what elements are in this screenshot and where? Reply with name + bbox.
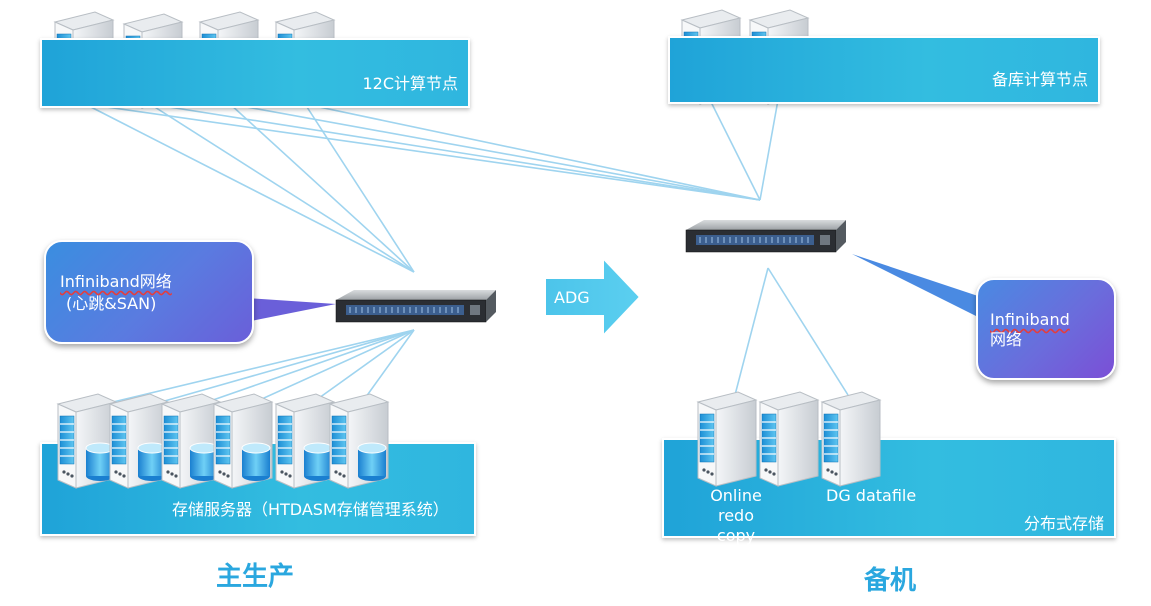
standby-compute-panel: 备库计算节点 [668, 36, 1100, 104]
adg-arrow [544, 255, 642, 339]
primary-compute-panel: 12C计算节点 [40, 38, 470, 108]
standby-network-name: Infiniband [990, 310, 1070, 329]
primary-storage-servers [57, 393, 389, 489]
online-redo-label: Online redo copy [690, 486, 782, 546]
primary-network-callout: Infiniband网络 (心跳&SAN) [44, 240, 254, 344]
primary-title: 主生产 [216, 562, 295, 592]
adg-label: ADG [554, 288, 590, 307]
standby-network-line2: 网络 [990, 330, 1023, 349]
standby-storage-servers [697, 391, 881, 487]
primary-network-line1: Infiniband网络 [60, 272, 172, 292]
primary-compute-label: 12C计算节点 [362, 74, 458, 93]
dg-datafile-text: DG datafile [826, 486, 917, 505]
left-bubble-tail [246, 298, 336, 322]
standby-storage-label: 分布式存储 [1023, 514, 1104, 533]
standby-network-callout: Infiniband 网络 [976, 278, 1116, 380]
primary-network-name: Infiniband网络 [60, 272, 172, 291]
primary-storage-label: 存储服务器（HTDASM存储管理系统） [172, 500, 449, 519]
standby-title: 备机 [864, 566, 917, 596]
standby-compute-label: 备库计算节点 [991, 70, 1088, 89]
network-links [84, 99, 849, 409]
standby-network-line1: Infiniband [990, 310, 1070, 330]
dg-datafile-label: DG datafile [826, 486, 916, 506]
right-bubble-tail [852, 254, 990, 318]
primary-network-line2: (心跳&SAN) [66, 294, 157, 313]
online-redo-line2: copy [716, 526, 756, 545]
online-redo-line1: Online redo [710, 486, 762, 525]
